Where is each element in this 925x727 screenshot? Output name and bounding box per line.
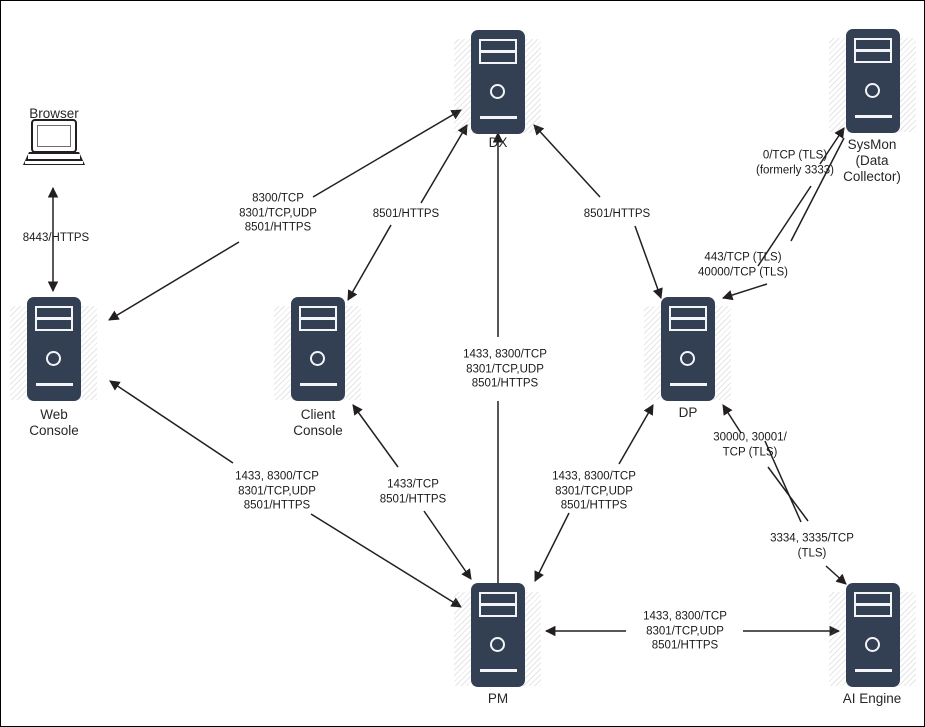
edge-label-browser-webconsole: 8443/HTTPS [22,231,90,244]
server-power-icon [865,637,880,652]
edge-clientconsole-pm-upper [352,404,399,468]
laptop-lid [31,119,77,153]
edge-pm-dp-upper [618,404,654,465]
server-bar-icon [855,669,892,673]
node-label-ai-engine: AI Engine [842,691,902,706]
edge-label-dx-dp: 8501/HTTPS [583,207,651,220]
server-grill-icon [479,592,517,617]
edge-aiengine-dp-lower [767,466,809,522]
edge-label-pm-dx: 1433, 8300/TCP 8301/TCP,UDP 8501/HTTPS [463,348,547,390]
edge-dx-dp-upper [533,124,601,198]
edge-label-sysmon-dp: 443/TCP (TLS) 40000/TCP (TLS) [698,251,788,279]
edge-dx-dp-lower [634,225,663,299]
server-bar-icon [300,383,337,387]
edge-label-clientconsole-pm: 1433/TCP 8501/HTTPS [379,478,447,506]
node-label-dx: DX [488,135,508,150]
server-grill-icon [669,306,707,331]
edge-clientconsole-dx-lower [347,224,392,301]
server-icon [846,29,900,133]
node-label-browser: Browser [29,106,79,121]
node-label-client-console: Client Console [293,407,343,438]
edge-webconsole-pm-upper [109,380,234,464]
server-power-icon [680,351,695,366]
server-icon [661,297,715,401]
edge-webconsole-dx-upper [312,109,462,198]
edge-clientconsole-pm-lower [423,510,472,580]
server-grill-icon [854,592,892,617]
server-power-icon [865,83,880,98]
edge-label-webconsole-dx: 8300/TCP 8301/TCP,UDP 8501/HTTPS [239,192,317,234]
server-power-icon [310,351,325,366]
server-bar-icon [36,383,73,387]
edge-sysmon-dp-lower [721,283,768,301]
edge-label-dp-sysmon: 0/TCP (TLS) (formerly 3333) [756,149,834,177]
node-label-web-console: Web Console [29,407,79,438]
edge-dp-aiengine-lower [825,565,847,585]
server-icon [291,297,345,401]
edge-aiengine-dp-upper [722,404,742,434]
edge-webconsole-dx-lower [108,241,240,321]
laptop-icon [23,119,85,165]
server-power-icon [490,637,505,652]
edge-label-pm-aiengine: 1433, 8300/TCP 8301/TCP,UDP 8501/HTTPS [643,610,727,652]
server-icon [471,30,525,134]
server-grill-icon [299,306,337,331]
server-power-icon [490,84,505,99]
edge-pm-dp-lower [534,512,570,582]
node-label-pm: PM [487,691,509,706]
edge-label-webconsole-pm: 1433, 8300/TCP 8301/TCP,UDP 8501/HTTPS [235,470,319,512]
server-bar-icon [480,669,517,673]
edge-webconsole-pm-lower [310,513,462,608]
server-bar-icon [480,116,517,120]
server-power-icon [46,351,61,366]
server-icon [846,583,900,687]
node-label-dp: DP [678,405,698,420]
server-grill-icon [854,38,892,63]
edge-clientconsole-dx-upper [420,124,468,204]
server-grill-icon [35,306,73,331]
edge-label-clientconsole-dx: 8501/HTTPS [372,207,440,220]
edge-label-pm-dp: 1433, 8300/TCP 8301/TCP,UDP 8501/HTTPS [552,470,636,512]
laptop-screen [37,124,71,147]
node-label-sysmon: SysMon (Data Collector) [843,137,901,184]
server-bar-icon [855,115,892,119]
server-icon [27,297,81,401]
server-grill-icon [479,39,517,64]
edge-label-aiengine-dp: 30000, 30001/ TCP (TLS) [713,431,787,459]
laptop-base [23,152,85,165]
server-icon [471,583,525,687]
server-bar-icon [670,383,707,387]
edge-label-dp-aiengine: 3334, 3335/TCP (TLS) [770,532,854,560]
